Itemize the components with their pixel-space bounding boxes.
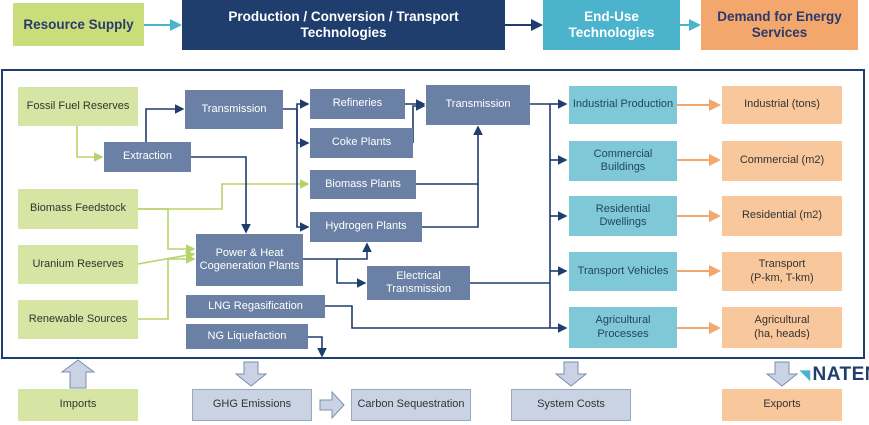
carbon-sequestration: Carbon Sequestration bbox=[351, 389, 471, 421]
imports-up-arrow bbox=[60, 359, 96, 389]
system-costs: System Costs bbox=[511, 389, 631, 421]
imports: Imports bbox=[18, 389, 138, 421]
residential-dwellings: Residential Dwellings bbox=[569, 196, 677, 236]
fossil-fuel-reserves: Fossil Fuel Reserves bbox=[18, 87, 138, 126]
hydrogen-plants: Hydrogen Plants bbox=[310, 212, 422, 242]
ghg-down-arrow bbox=[234, 361, 268, 387]
renewable-sources: Renewable Sources bbox=[18, 300, 138, 339]
lng-regasification: LNG Regasification bbox=[186, 295, 325, 318]
header-end-use: End-Use Technologies bbox=[543, 0, 680, 50]
technology-connectors bbox=[145, 99, 568, 358]
transmission-2: Transmission bbox=[426, 85, 530, 125]
ng-liquefaction: NG Liquefaction bbox=[186, 324, 308, 349]
commercial-buildings: Commercial Buildings bbox=[569, 141, 677, 181]
logo-text: NATEM bbox=[812, 364, 869, 385]
demand-residential: Residential (m2) bbox=[722, 196, 842, 236]
logo-mark-icon: ◥ bbox=[800, 367, 811, 382]
power-heat-cogeneration: Power & Heat Cogeneration Plants bbox=[196, 234, 303, 286]
electrical-transmission: Electrical Transmission bbox=[367, 266, 470, 300]
header-resource-supply: Resource Supply bbox=[13, 3, 144, 46]
exports-down-arrow bbox=[765, 361, 799, 387]
coke-plants: Coke Plants bbox=[310, 128, 413, 158]
ghg-emissions: GHG Emissions bbox=[192, 389, 312, 421]
demand-commercial: Commercial (m2) bbox=[722, 141, 842, 181]
agricultural-processes: Agricultural Processes bbox=[569, 307, 677, 348]
header-demand: Demand for Energy Services bbox=[701, 0, 858, 50]
model-frame bbox=[1, 69, 865, 359]
extraction: Extraction bbox=[104, 142, 191, 172]
uranium-reserves: Uranium Reserves bbox=[18, 245, 138, 284]
demand-connectors bbox=[677, 99, 721, 334]
biomass-plants: Biomass Plants bbox=[310, 170, 416, 199]
refineries: Refineries bbox=[310, 89, 405, 119]
demand-industrial: Industrial (tons) bbox=[722, 86, 842, 124]
exports: Exports bbox=[722, 389, 842, 421]
demand-agricultural: Agricultural (ha, heads) bbox=[722, 307, 842, 348]
sequestration-arrow bbox=[319, 390, 345, 420]
transport-vehicles: Transport Vehicles bbox=[569, 252, 677, 291]
natem-logo: ◥NATEM bbox=[800, 364, 869, 386]
transmission-1: Transmission bbox=[185, 90, 283, 129]
resource-connectors bbox=[76, 126, 310, 320]
header-production: Production / Conversion / Transport Tech… bbox=[182, 0, 505, 50]
industrial-production: Industrial Production bbox=[569, 86, 677, 124]
costs-down-arrow bbox=[554, 361, 588, 387]
biomass-feedstock: Biomass Feedstock bbox=[18, 189, 138, 229]
demand-transport: Transport (P-km, T-km) bbox=[722, 252, 842, 291]
